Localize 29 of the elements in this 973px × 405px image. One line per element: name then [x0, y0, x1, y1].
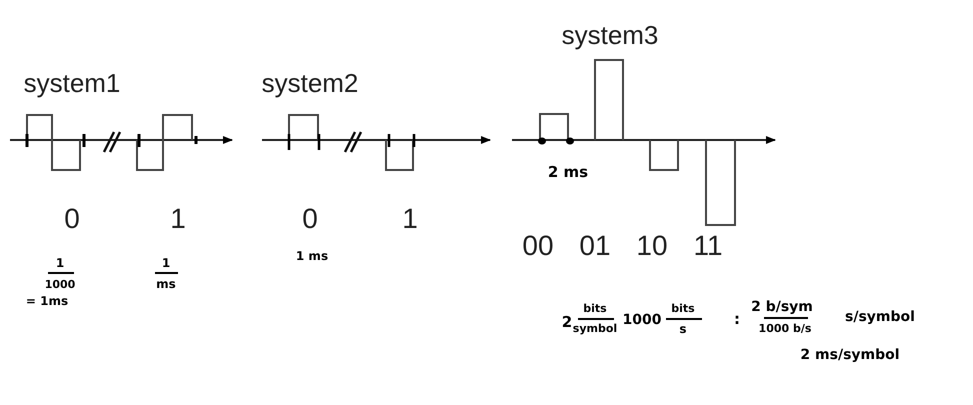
- symbol-value: 1: [402, 205, 418, 233]
- handwritten-note: 1: [56, 257, 64, 269]
- system-title: system2: [262, 70, 358, 96]
- handwritten-note: = 1ms: [26, 295, 68, 307]
- symbol-value: 0: [302, 205, 318, 233]
- symbol-value: 01: [579, 232, 611, 260]
- handwritten-note: s: [679, 323, 687, 335]
- handwritten-note: 2 b/sym: [751, 300, 813, 314]
- system-title: system1: [24, 70, 120, 96]
- handwritten-note: 1000: [622, 313, 662, 327]
- handwritten-note: bits: [671, 303, 695, 314]
- symbol-value: 0: [64, 205, 80, 233]
- handwritten-note: bits: [583, 303, 607, 314]
- handwritten-note: 2: [562, 315, 572, 330]
- symbol-value: 11: [693, 232, 723, 260]
- handwritten-note: 1000 b/s: [758, 323, 812, 334]
- handwritten-note: 1: [162, 257, 170, 269]
- handwritten-note: symbol: [572, 323, 618, 334]
- handwritten-note: ms: [156, 278, 176, 290]
- symbol-value: 10: [636, 232, 668, 260]
- handwritten-note: 1000: [44, 279, 76, 290]
- handwritten-note: s/symbol: [845, 310, 915, 324]
- symbol-value: 00: [522, 232, 554, 260]
- system-title: system3: [562, 22, 658, 48]
- handwritten-note: 2 ms/symbol: [800, 348, 900, 362]
- symbol-value: 1: [170, 205, 186, 233]
- handwritten-note: :: [734, 312, 740, 327]
- handwritten-note: 1 ms: [296, 250, 328, 262]
- handwritten-note: 2 ms: [548, 165, 588, 180]
